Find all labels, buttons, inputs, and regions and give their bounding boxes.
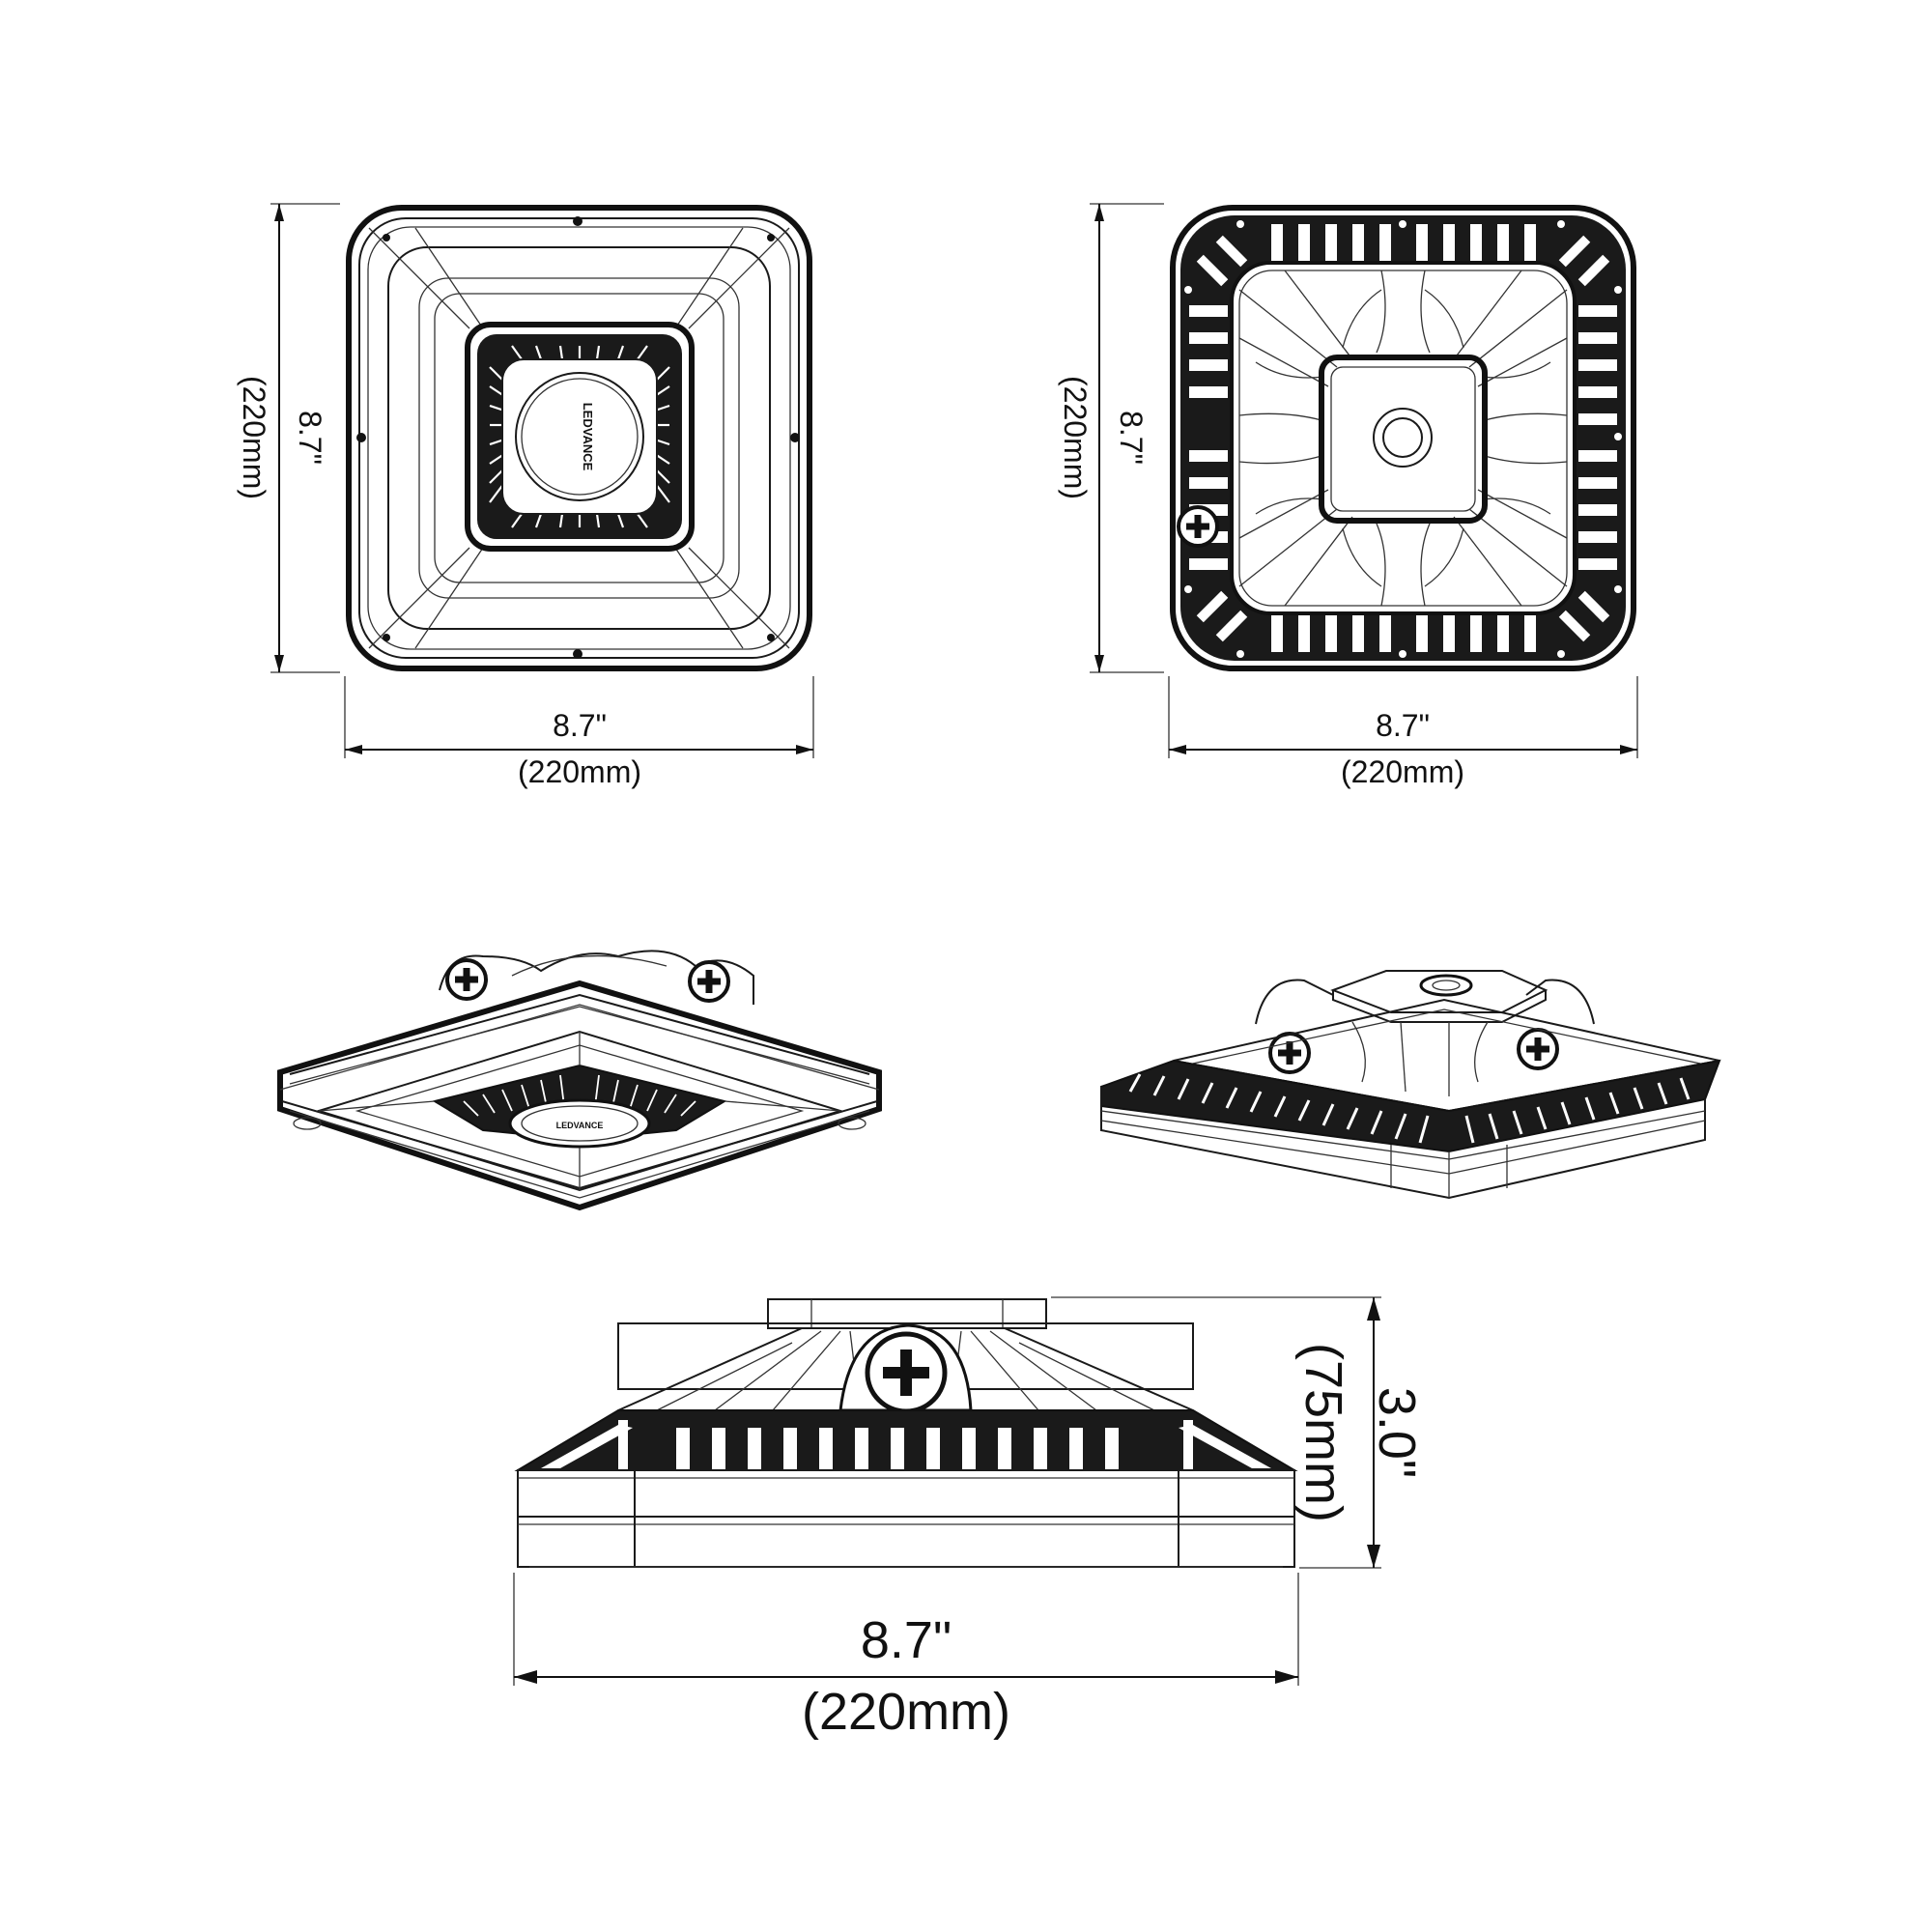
side-view-height-dimension: 3.0" (75mm) bbox=[1051, 1296, 1426, 1569]
back-view bbox=[1170, 205, 1636, 671]
isometric-back-view bbox=[1100, 970, 1721, 1200]
side-view-width-dimension: 8.7" (220mm) bbox=[513, 1573, 1299, 1741]
isometric-front-view: LEDVANCE bbox=[277, 950, 882, 1211]
back-view-width-in: 8.7" bbox=[1376, 708, 1430, 743]
front-view-width-mm: (220mm) bbox=[518, 754, 641, 789]
back-view-width-dimension: 8.7" (220mm) bbox=[1168, 676, 1638, 789]
front-view-width-in: 8.7" bbox=[553, 708, 607, 743]
back-view-height-dimension: 8.7" (220mm) bbox=[1058, 203, 1164, 673]
side-view-width-in: 8.7" bbox=[861, 1611, 952, 1669]
front-view: LEDVANCE bbox=[346, 205, 812, 671]
side-view bbox=[514, 1298, 1298, 1568]
front-view-height-in: 8.7" bbox=[293, 411, 327, 465]
front-view-width-dimension: 8.7" (220mm) bbox=[344, 676, 814, 789]
side-view-height-mm: (75mm) bbox=[1294, 1343, 1352, 1522]
iso-brand-logo: LEDVANCE bbox=[556, 1121, 604, 1130]
side-view-width-mm: (220mm) bbox=[802, 1683, 1010, 1741]
front-view-height-dimension: 8.7" (220mm) bbox=[237, 203, 340, 673]
back-view-height-mm: (220mm) bbox=[1058, 376, 1093, 499]
brand-logo: LEDVANCE bbox=[581, 403, 595, 471]
side-view-height-in: 3.0" bbox=[1368, 1387, 1426, 1478]
back-view-width-mm: (220mm) bbox=[1341, 754, 1464, 789]
front-view-height-mm: (220mm) bbox=[237, 376, 271, 499]
back-view-height-in: 8.7" bbox=[1114, 411, 1149, 465]
